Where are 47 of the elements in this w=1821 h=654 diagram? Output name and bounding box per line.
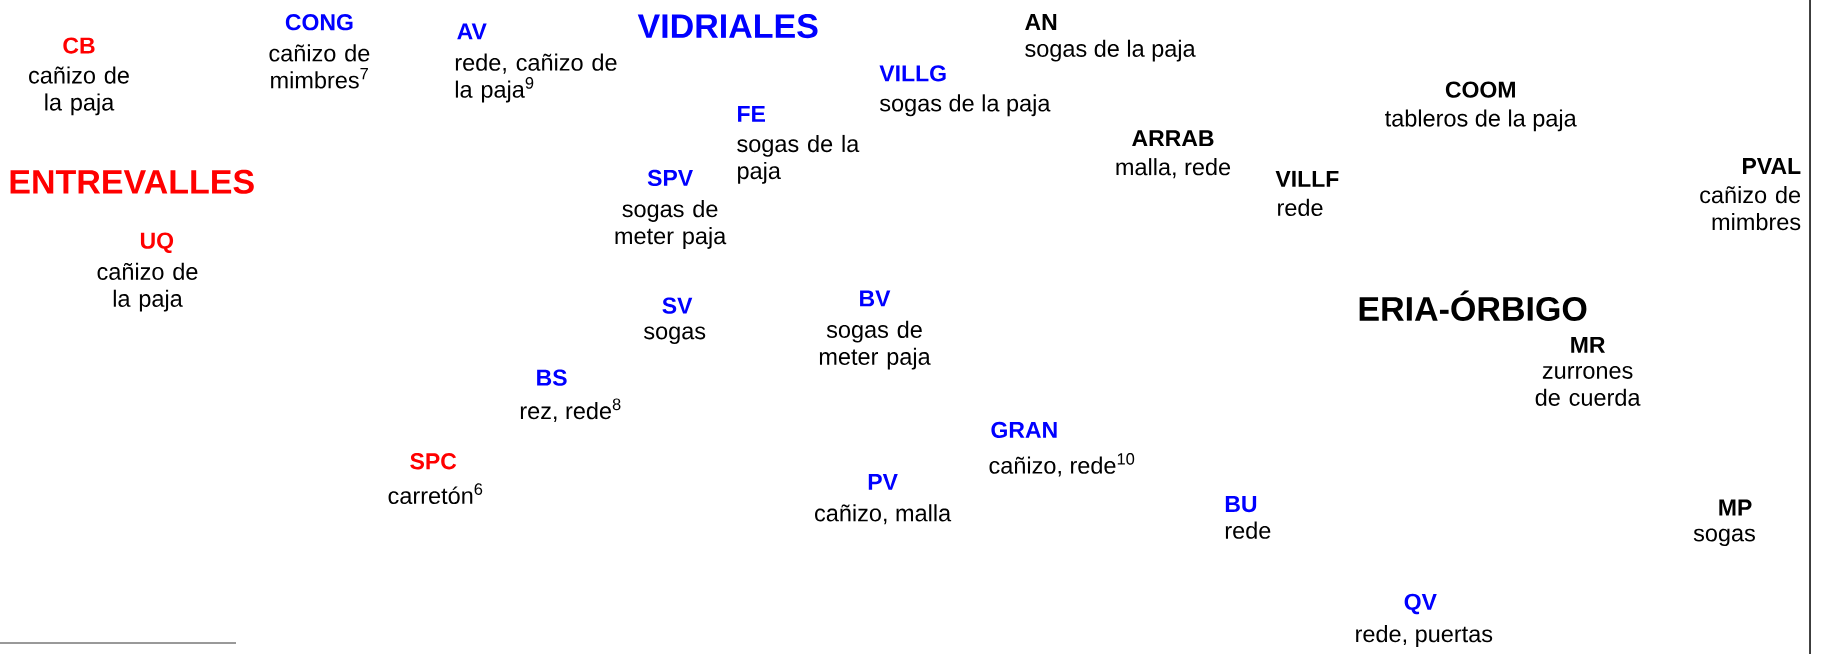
place-code: CONG: [285, 14, 353, 31]
place-term: zurrones de cuerda: [1535, 366, 1641, 406]
place-code: SPC: [410, 453, 457, 470]
region-name: ENTREVALLES: [10, 169, 254, 194]
place-term: sogas de la paja: [737, 134, 860, 184]
place-code: MR: [1571, 337, 1606, 353]
place-term: sogas: [644, 326, 706, 344]
place-code: AV: [457, 23, 487, 40]
place-term: tableros de la paja: [1385, 109, 1577, 132]
place-term: rede, puertas: [1356, 625, 1493, 647]
place-code: BU: [1225, 496, 1257, 513]
place-term: sogas: [1693, 528, 1755, 547]
place-code: PVAL: [1743, 158, 1801, 174]
place-code: GRAN: [991, 421, 1057, 439]
place-term: rez, rede$^{8}$: [520, 398, 621, 422]
place-term: rede, cañizo de la paja$^{9}$: [455, 53, 617, 103]
place-code: ARRAB: [1132, 130, 1214, 147]
place-code: SV: [662, 297, 693, 314]
place-term: cañizo, rede$^{10}$: [989, 453, 1135, 477]
place-code: VILLG: [879, 65, 946, 82]
place-code: SPV: [647, 169, 693, 187]
place-term: rede: [1278, 198, 1323, 217]
place-term: sogas de meter paja: [819, 320, 931, 370]
place-code: CB: [63, 37, 95, 54]
place-term: sogas de la paja: [879, 94, 1051, 117]
place-code: VILLF: [1275, 170, 1339, 187]
region-name: ERIA-ÓRBIGO: [1359, 290, 1587, 321]
place-term: carretón$^{6}$: [388, 483, 483, 505]
place-code: BV: [860, 290, 891, 307]
place-code: PV: [868, 474, 898, 490]
place-code: MP: [1719, 499, 1752, 516]
place-code: UQ: [140, 232, 174, 254]
place-term: cañizo de mimbres: [1700, 186, 1801, 231]
place-code: QV: [1404, 593, 1437, 615]
place-term: cañizo, malla: [815, 504, 952, 525]
place-code: AN: [1025, 14, 1057, 30]
place-term: sogas de la paja: [1025, 39, 1196, 62]
place-code: FE: [738, 105, 765, 122]
place-term: malla, rede: [1116, 158, 1231, 179]
place-code: COOM: [1445, 81, 1515, 98]
place-code: BS: [537, 369, 567, 386]
place-term: cañizo de la paja: [29, 66, 129, 116]
place-term: cañizo de la paja: [97, 262, 198, 312]
place-term: rede: [1225, 521, 1271, 539]
place-term: cañizo de mimbres$^{7}$: [269, 44, 370, 89]
region-name: VIDRIALES: [637, 14, 818, 39]
place-term: sogas de meter paja: [615, 200, 727, 249]
